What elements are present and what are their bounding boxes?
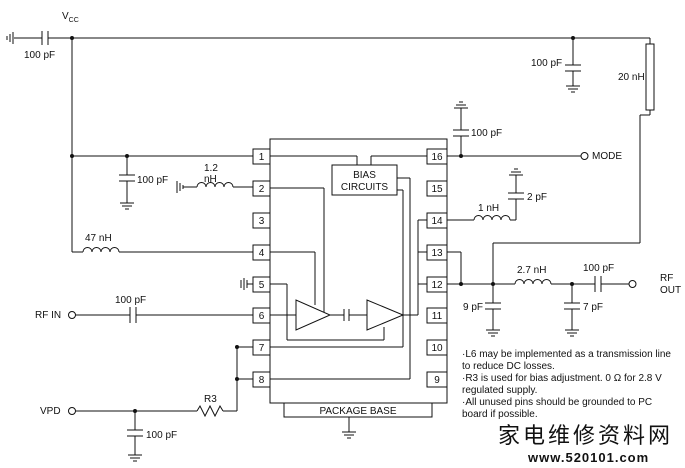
wire-rail-to-output [492, 110, 651, 283]
label-c-out-shunt2: 7 pF [583, 302, 603, 313]
pin-5: 5 [259, 280, 265, 291]
watermark-text: 家电维修资料网 [498, 423, 673, 448]
pin-12: 12 [431, 280, 443, 291]
label-c-rail: 100 pF [531, 58, 562, 69]
label-l-rail: 20 nH [618, 72, 645, 83]
label-l-pin4: 47 nH [85, 233, 112, 244]
vpd-network [68, 345, 253, 462]
pin-1: 1 [259, 152, 265, 163]
label-rf-in: RF IN [35, 310, 61, 321]
ground-symbol-pin5 [240, 278, 253, 290]
label-c-pin14: 2 pF [527, 192, 547, 203]
design-notes: ·L6 may be implemented as a transmission… [462, 349, 677, 421]
label-c-vcc-input: 100 pF [24, 50, 55, 61]
pin-4: 4 [259, 248, 265, 259]
package-base-label: PACKAGE BASE [319, 406, 396, 417]
left-pins: 1 2 3 4 5 6 7 8 [252, 148, 271, 388]
package-base [283, 402, 433, 418]
label-c-pin16: 100 pF [471, 128, 502, 139]
inductor-rail [645, 43, 655, 111]
bias-label-2: CIRCUITS [341, 182, 389, 193]
label-mode: MODE [592, 151, 622, 162]
label-r3: R3 [204, 394, 217, 405]
label-l-pin2-unit: nH [204, 174, 217, 185]
bias-circuits-block [331, 164, 398, 196]
note-3: ·All unused pins should be grounded to P… [462, 397, 653, 420]
pin-6: 6 [259, 311, 265, 322]
pin14-network [447, 168, 524, 221]
amplifier-stage-1 [295, 299, 332, 331]
label-vpd: VPD [40, 406, 61, 417]
label-rf-out-2: OUT [660, 285, 681, 296]
pin2-network [176, 181, 253, 193]
label-c-rfin: 100 pF [115, 295, 146, 306]
label-l-pin2-value: 1.2 [204, 163, 218, 174]
pin-7: 7 [259, 343, 265, 354]
label-c-pin1: 100 pF [137, 175, 168, 186]
pin-10: 10 [431, 343, 443, 354]
pin-8: 8 [259, 375, 265, 386]
vcc-rail [14, 36, 651, 252]
ground-symbol-package [342, 417, 356, 439]
label-c-out-shunt1: 9 pF [463, 302, 483, 313]
label-l-pin14: 1 nH [478, 203, 499, 214]
label-c-vpd: 100 pF [146, 430, 177, 441]
pin-2: 2 [259, 184, 265, 195]
pin-16: 16 [431, 152, 443, 163]
pin-3: 3 [259, 216, 265, 227]
pin1-network [70, 154, 253, 210]
label-rf-out-1: RF [660, 273, 673, 284]
pin-15: 15 [431, 184, 443, 195]
pin4-network [72, 247, 253, 253]
ic-internal-wiring [270, 155, 427, 380]
bias-label-1: BIAS [353, 170, 376, 181]
pin-14: 14 [431, 216, 443, 227]
rf-in-network [68, 307, 253, 323]
right-pins: 16 15 14 13 12 11 10 9 [426, 148, 448, 388]
label-l-out: 2.7 nH [517, 265, 546, 276]
capacitor-vcc-input [41, 31, 49, 45]
pin16-network [447, 101, 589, 160]
watermark-url: www.520101.com [527, 450, 649, 465]
note-1: ·L6 may be implemented as a transmission… [462, 349, 671, 372]
pin-9: 9 [434, 375, 440, 386]
pin-13: 13 [431, 248, 443, 259]
amplifier-stage-2 [366, 299, 405, 331]
note-2: ·R3 is used for bias adjustment. 0 Ω for… [462, 373, 662, 396]
label-vcc: VCC [62, 11, 79, 24]
label-c-out-series: 100 pF [583, 263, 614, 274]
rf-out-network [447, 251, 637, 337]
capacitor-rail [565, 38, 581, 93]
ground-symbol-vcc [6, 32, 14, 44]
pin-11: 11 [432, 311, 443, 322]
